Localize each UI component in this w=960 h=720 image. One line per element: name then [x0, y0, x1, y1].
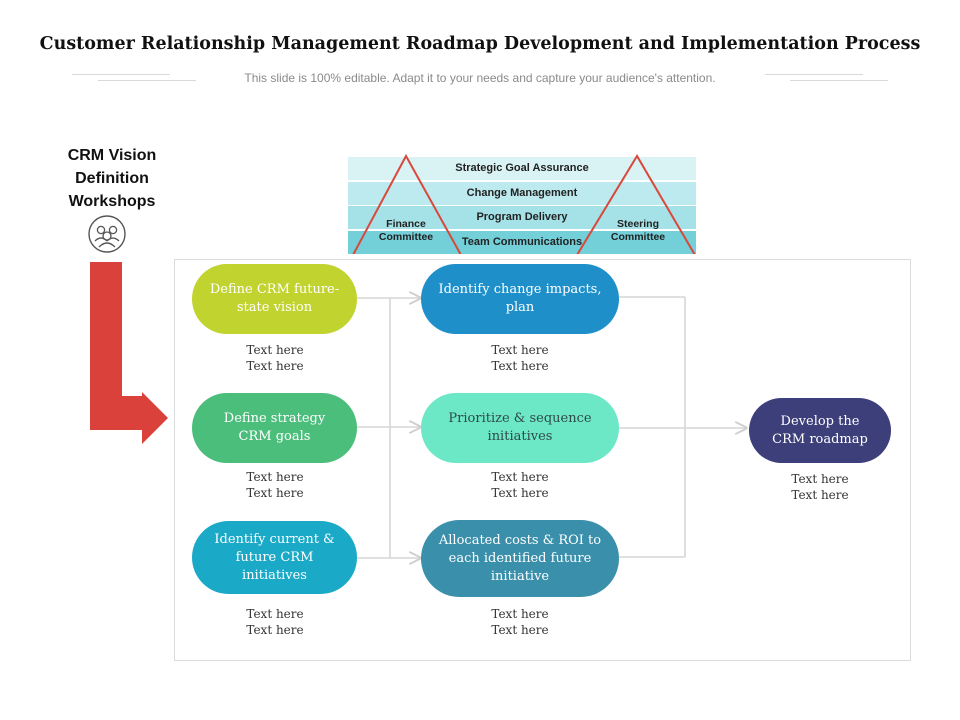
node-define-vision: Define CRM future-state vision: [192, 264, 357, 334]
note-line: Text here: [491, 343, 549, 357]
pyramid-layer-3: Program Delivery: [348, 206, 696, 229]
pyramid-layer-1: Strategic Goal Assurance: [348, 157, 696, 180]
node-identify-initiatives: Identify current & future CRM initiative…: [192, 521, 357, 594]
title-rule-left-1: [72, 74, 170, 75]
node-define-strategy: Define strategy CRM goals: [192, 393, 357, 463]
note-line: Text here: [491, 623, 549, 637]
vision-flow-arrow: [90, 262, 168, 444]
note-line: Text here: [246, 623, 304, 637]
committee-triangles: [352, 154, 696, 254]
slide-subtitle: This slide is 100% editable. Adapt it to…: [244, 71, 716, 85]
pyramid-layer-4: Team Communications: [348, 231, 696, 254]
note-line: Text here: [246, 470, 304, 484]
node-change-impacts: Identify change impacts, plan: [421, 264, 619, 334]
title-rule-right-2: [790, 80, 888, 81]
note-line: Text here: [791, 488, 849, 502]
note-line: Text here: [246, 486, 304, 500]
node-define-vision-note: Text here Text here: [215, 342, 335, 374]
title-rule-right-1: [765, 74, 863, 75]
pyramid-layer-2: Change Management: [348, 182, 696, 205]
note-line: Text here: [246, 343, 304, 357]
node-prioritize: Prioritize & sequence initiatives: [421, 393, 619, 463]
slide-title: Customer Relationship Management Roadmap…: [39, 34, 921, 54]
note-line: Text here: [491, 607, 549, 621]
steering-committee-label: Steering Committee: [610, 218, 666, 243]
node-prioritize-note: Text here Text here: [460, 469, 580, 501]
node-allocate-costs: Allocated costs & ROI to each identified…: [421, 520, 619, 597]
node-allocate-costs-note: Text here Text here: [460, 606, 580, 638]
note-line: Text here: [491, 470, 549, 484]
note-line: Text here: [491, 359, 549, 373]
title-rule-left-2: [98, 80, 196, 81]
vision-title: CRM Vision Definition Workshops: [67, 147, 157, 210]
note-line: Text here: [791, 472, 849, 486]
node-define-strategy-note: Text here Text here: [215, 469, 335, 501]
finance-committee-label: Finance Committee: [378, 218, 434, 243]
node-identify-initiatives-note: Text here Text here: [215, 606, 335, 638]
node-develop-roadmap: Develop the CRM roadmap: [749, 398, 891, 463]
node-change-impacts-note: Text here Text here: [460, 342, 580, 374]
note-line: Text here: [246, 359, 304, 373]
note-line: Text here: [246, 607, 304, 621]
node-develop-roadmap-note: Text here Text here: [760, 471, 880, 503]
people-group-icon: [87, 214, 127, 254]
note-line: Text here: [491, 486, 549, 500]
